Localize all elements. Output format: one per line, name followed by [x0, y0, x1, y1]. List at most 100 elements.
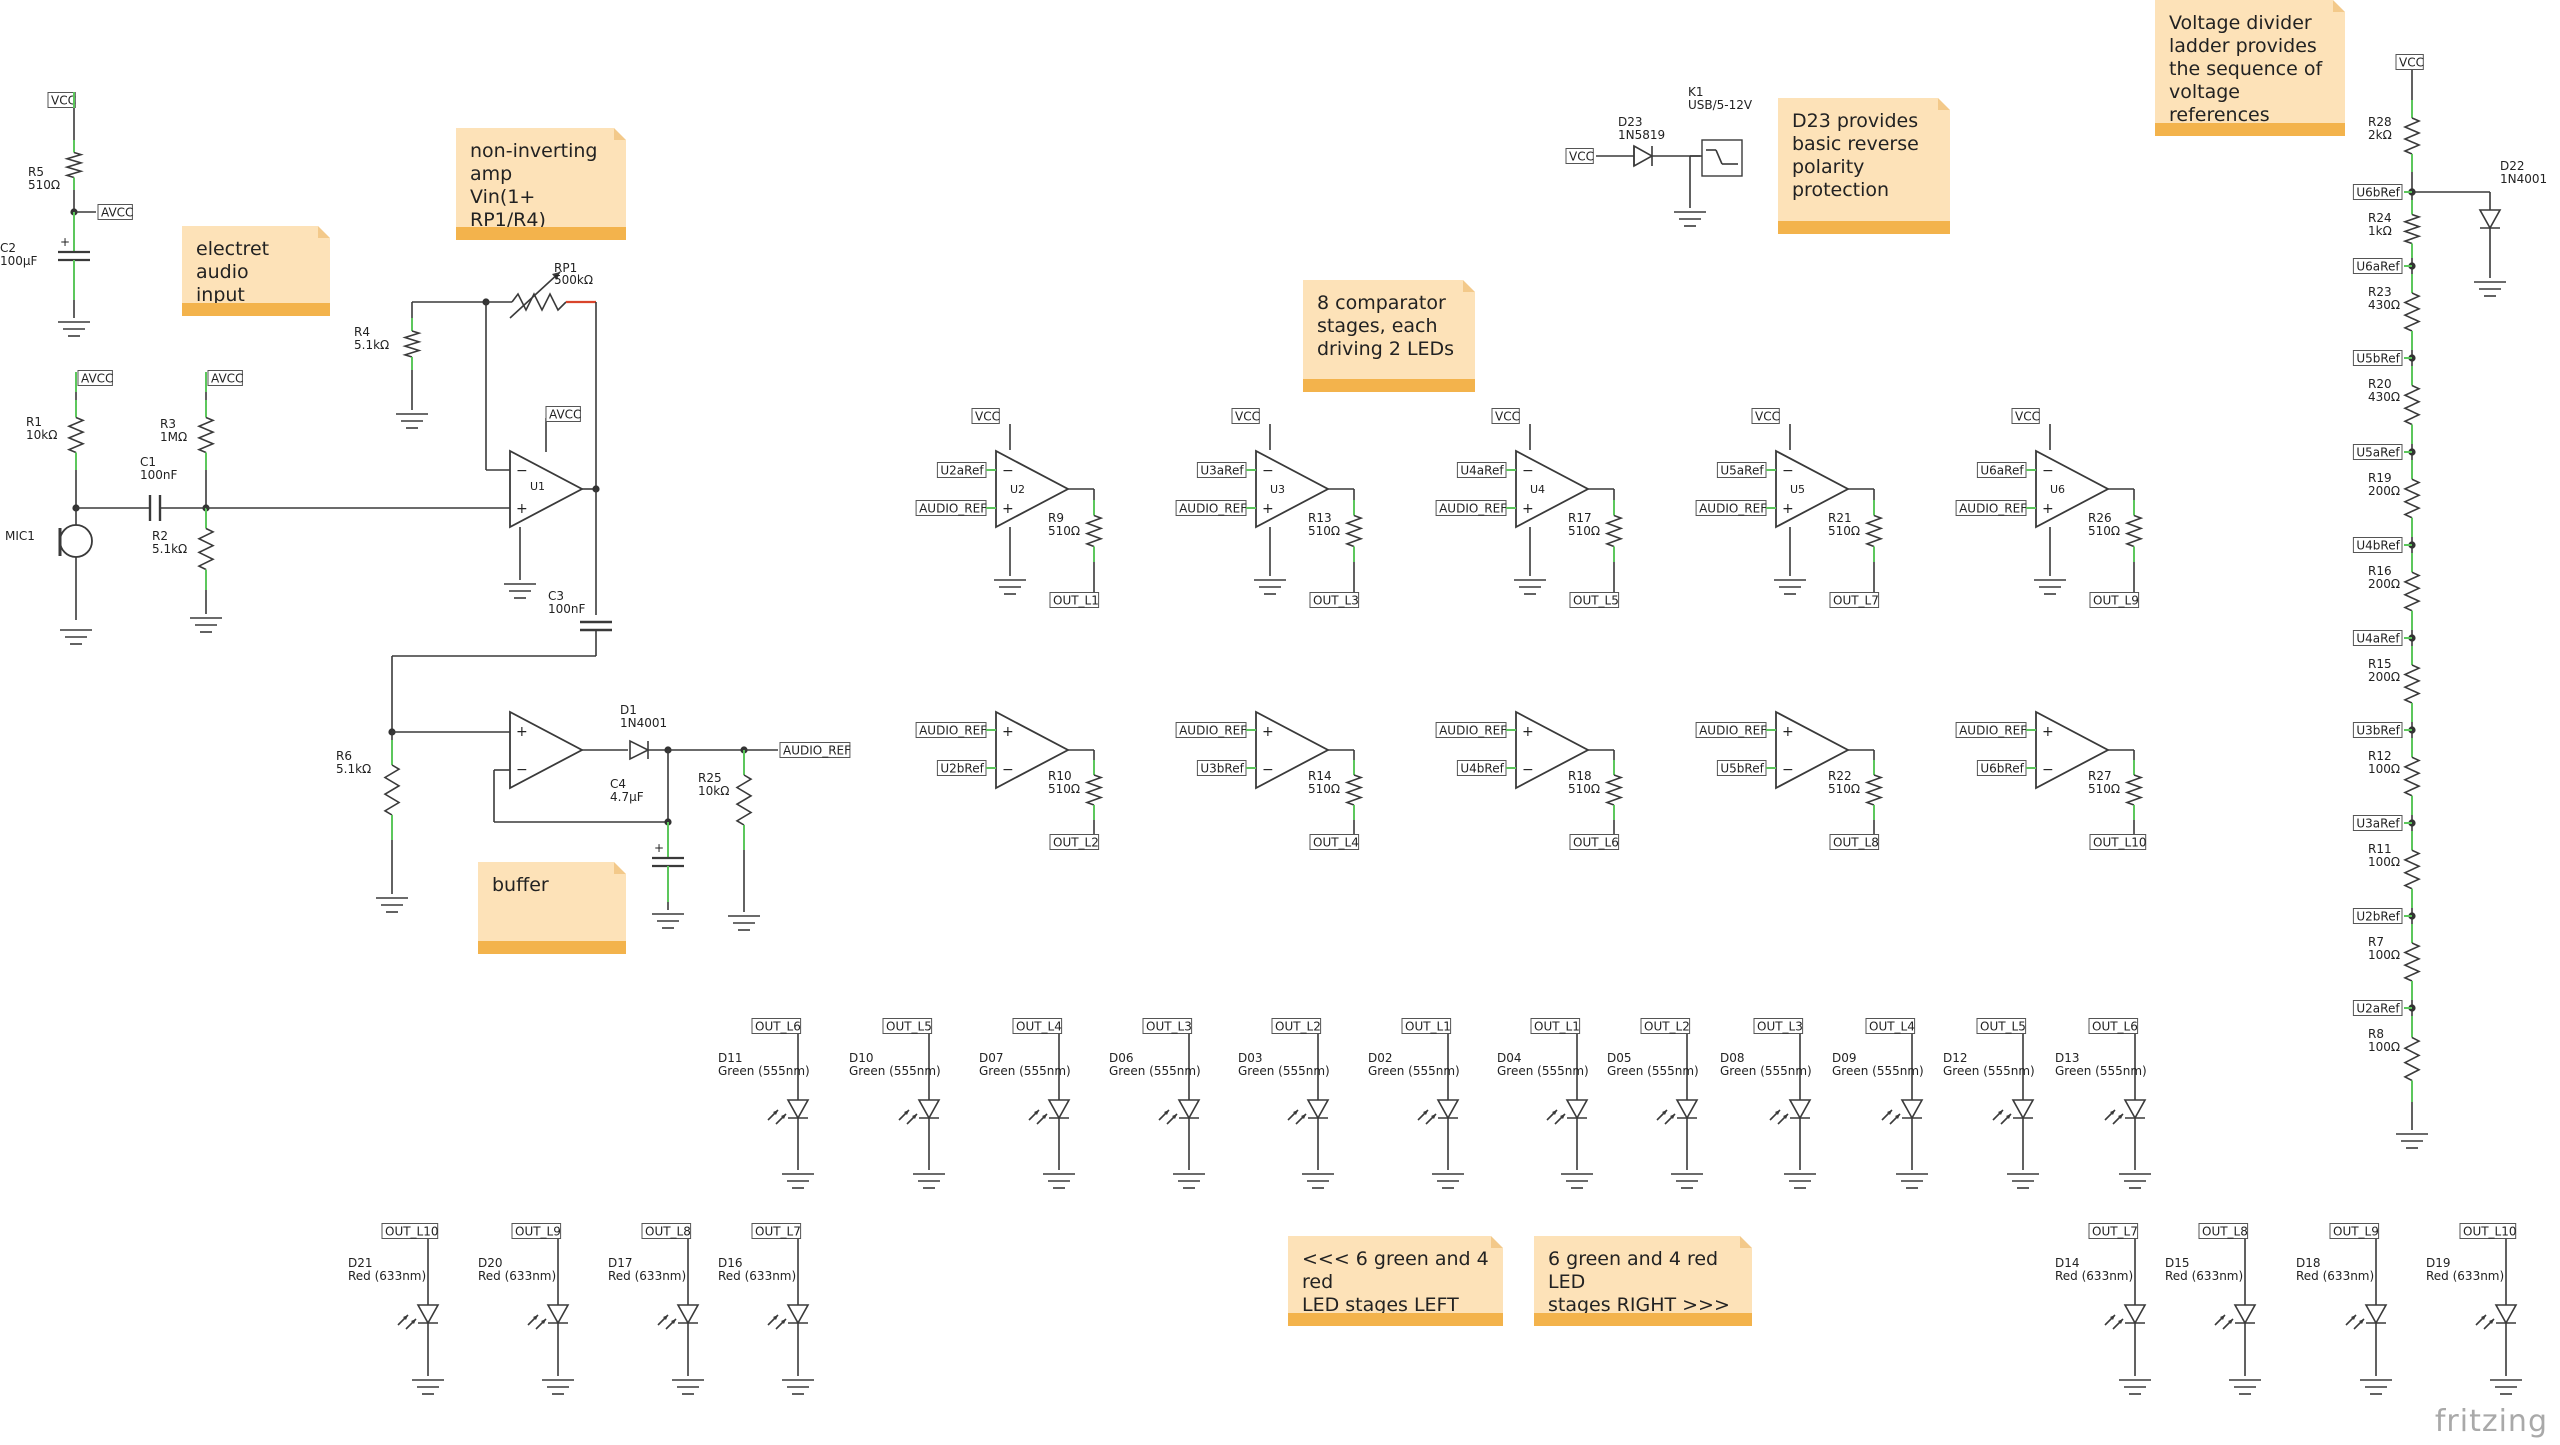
out-label-bottom: OUT_L6 — [1573, 836, 1619, 850]
led-arrow-head — [671, 1319, 676, 1324]
led-ref: D14 — [2055, 1256, 2080, 1270]
led-arrow-head — [1560, 1114, 1565, 1119]
led-value: Red (633nm) — [478, 1269, 556, 1283]
led-arrow-head — [1431, 1114, 1436, 1119]
led-ref: D21 — [348, 1256, 373, 1270]
opamp-pin-sign: + — [1002, 501, 1014, 517]
led-arrow-head — [663, 1315, 668, 1320]
ladder-resistor-ref: R19 — [2368, 471, 2392, 485]
c4-ref: C4 — [610, 777, 626, 791]
rp1-value: 500kΩ — [554, 273, 593, 287]
resistor-r9 — [1084, 514, 1104, 548]
c2-ref: C2 — [0, 241, 16, 255]
diode-d1 — [629, 739, 650, 761]
ladder-resistor-ref: R12 — [2368, 749, 2392, 763]
audio-ref-label-bottom: AUDIO_REF — [1179, 724, 1247, 738]
vcc-label-comparator: VCC — [1755, 410, 1780, 424]
out-label-top-box — [1309, 592, 1360, 608]
led-value: Green (555nm) — [718, 1064, 810, 1078]
led-value: Green (555nm) — [979, 1064, 1071, 1078]
out-label-bottom: OUT_L10 — [2093, 836, 2147, 850]
led-arrow-head — [1662, 1110, 1667, 1115]
note-buffer: buffer — [478, 862, 626, 954]
opamp-pin-sign: − — [2042, 762, 2054, 778]
ladder-resistor-value: 100Ω — [2368, 855, 2400, 869]
led-green-d10 — [917, 1099, 941, 1120]
note-corner — [1740, 1236, 1752, 1248]
ladder-tap-label-box — [2352, 444, 2403, 460]
led-red-d20 — [546, 1304, 570, 1325]
led-green-d02 — [1436, 1099, 1460, 1120]
r6-ref: R6 — [336, 749, 352, 763]
resistor-r15 — [2403, 664, 2421, 704]
led-net-label: OUT_L6 — [755, 1020, 801, 1034]
led-net-label-box — [2329, 1223, 2380, 1239]
ladder-tap-label-box — [2352, 258, 2403, 274]
out-label-bottom-box — [1829, 834, 1880, 850]
led-value: Green (555nm) — [1943, 1064, 2035, 1078]
led-net-label: OUT_L5 — [886, 1020, 932, 1034]
led-value: Red (633nm) — [2055, 1269, 2133, 1283]
led-arrow-head — [2110, 1110, 2115, 1115]
led-net-label-box — [2088, 1018, 2139, 1034]
r4-value: 5.1kΩ — [354, 338, 389, 352]
resistor-r7 — [2403, 942, 2421, 982]
ladder-resistor-ref: R20 — [2368, 377, 2392, 391]
opamp-pin-sign: + — [1262, 724, 1274, 740]
ladder-resistor-value: 430Ω — [2368, 298, 2400, 312]
avcc-label-u1: AVCC — [549, 408, 581, 422]
ladder-resistor-ref: R28 — [2368, 115, 2392, 129]
vcc-label-comparator-box — [1231, 408, 1260, 424]
vcc-label-ladder-box — [2395, 54, 2424, 70]
led-arrow-head — [1775, 1110, 1780, 1115]
led-value: Red (633nm) — [2426, 1269, 2504, 1283]
comparator-u2a — [995, 449, 1070, 529]
vcc-label-comparator: VCC — [975, 410, 1000, 424]
audio-ref-label-bottom: AUDIO_REF — [1959, 724, 2027, 738]
led-arrow-head — [1034, 1110, 1039, 1115]
led-green-d07 — [1047, 1099, 1071, 1120]
ladder-resistor-value: 2kΩ — [2368, 128, 2392, 142]
audio-ref-label-buffer: AUDIO_REF — [783, 744, 851, 758]
opamp-pin-sign: − — [1782, 762, 1794, 778]
vcc-label-comparator-box — [2011, 408, 2040, 424]
note-corner — [614, 128, 626, 140]
led-net-label: OUT_L3 — [1757, 1020, 1803, 1034]
led-ref: D10 — [849, 1051, 874, 1065]
vcc-label: VCC — [51, 94, 76, 108]
resistor-value: 510Ω — [1828, 524, 1860, 538]
resistor-ref: R17 — [1568, 511, 1592, 525]
power-jack-k1 — [1715, 149, 1723, 165]
resistor-r28 — [2402, 117, 2422, 155]
ladder-tap-label: U2bRef — [2356, 910, 2400, 924]
avcc-label-2: AVCC — [81, 372, 113, 386]
audio-ref-label-top: AUDIO_REF — [1699, 502, 1767, 516]
ref-label-top: U4aRef — [1460, 464, 1504, 478]
d22-ref: D22 — [2500, 159, 2525, 173]
opamp-pin-sign: − — [1262, 463, 1274, 479]
opamp-pin-sign: + — [1522, 724, 1534, 740]
resistor-value: 510Ω — [1048, 782, 1080, 796]
out-label-bottom: OUT_L4 — [1313, 836, 1359, 850]
led-arrow-head — [2110, 1315, 2115, 1320]
comparator-u2b — [995, 710, 1070, 790]
out-label-top-box — [1829, 592, 1880, 608]
note-text: D23 provides basic reverse polarity prot… — [1792, 110, 1919, 201]
ladder-tap-label: U4bRef — [2356, 539, 2400, 553]
out-label-top-box — [2089, 592, 2140, 608]
comparator-u5b — [1775, 710, 1850, 790]
out-label-top-box — [1569, 592, 1620, 608]
ladder-tap-label: U4aRef — [2356, 632, 2400, 646]
note-bar — [1778, 221, 1950, 234]
led-net-label-box — [1753, 1018, 1804, 1034]
opamp-pin-sign: − — [1522, 463, 1534, 479]
led-arrow-head — [912, 1114, 917, 1119]
led-value: Green (555nm) — [1497, 1064, 1589, 1078]
ladder-resistor-value: 1kΩ — [2368, 224, 2392, 238]
opamp-pin-sign: − — [2042, 463, 2054, 479]
out-label-top: OUT_L5 — [1573, 594, 1619, 608]
c4-value: 4.7µF — [610, 790, 644, 804]
vcc-label-comparator-box — [971, 408, 1000, 424]
vcc-label-box — [47, 92, 76, 108]
ladder-tap-label-box — [2352, 908, 2403, 924]
